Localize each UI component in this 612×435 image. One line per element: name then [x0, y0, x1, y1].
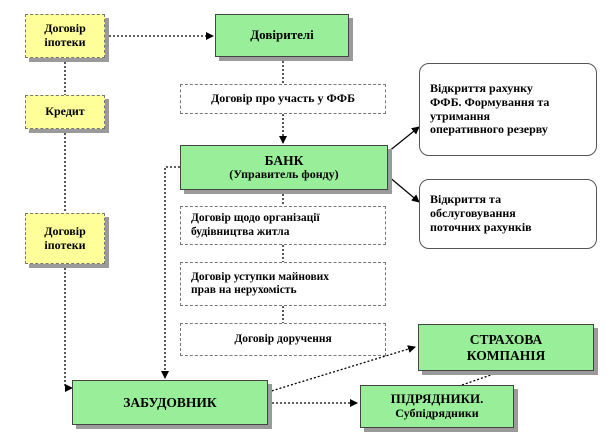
fffb-account-opening: Відкриття рахунку ФФБ. Формування та утр…	[419, 63, 597, 156]
mortgage-contract-bottom: Договір іпотеки	[25, 213, 105, 264]
current-accounts-service: Відкриття та обслуговування поточних рах…	[419, 179, 597, 249]
edge-contractors-to-insurance	[461, 367, 509, 386]
trustees-box: Довірителі	[215, 14, 349, 57]
edge-bank-to-fffb-account	[387, 126, 420, 153]
bank-box: БАНК (Управитель фонду)	[180, 145, 388, 190]
bank-title: БАНК	[264, 152, 304, 168]
credit-box: Кредит	[25, 95, 105, 129]
edge-bank-to-developer	[161, 166, 180, 379]
contractors-box: ПІДРЯДНИКИ. Субпідрядники	[360, 385, 514, 428]
commission-agreement: Договір доручення	[180, 323, 386, 356]
edge-developer-to-insurance	[267, 345, 416, 393]
contractors-title: ПІДРЯДНИКИ.	[390, 391, 484, 407]
mortgage-contract-top: Договір іпотеки	[25, 14, 105, 58]
housing-construction-agreement: Договір щодо організації будівництва жит…	[180, 206, 386, 245]
developer-box: ЗАБУДОВНИК	[72, 380, 268, 425]
property-rights-assignment-agreement: Договір уступки майнових прав на нерухом…	[180, 262, 386, 306]
edge-bank-to-current-accounts	[387, 175, 420, 203]
bank-subtitle: (Управитель фонду)	[229, 167, 339, 182]
insurance-company-box: СТРАХОВА КОМПАНІЯ	[418, 324, 594, 371]
fffb-participation-agreement: Договір про участь у ФФБ	[180, 84, 386, 114]
contractors-subtitle: Субпідрядники	[395, 406, 479, 421]
